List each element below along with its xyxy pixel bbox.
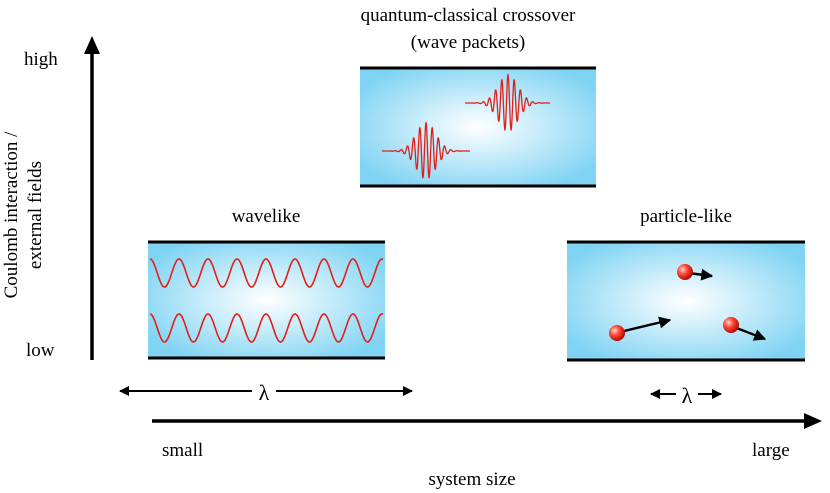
particle-3-velocity-arrow <box>733 325 767 341</box>
crossover-panel: quantum-classical crossover (wave packet… <box>360 5 596 188</box>
particle-panel: particle-like λ <box>567 206 805 408</box>
crossover-title-line2: (wave packets) <box>411 32 525 53</box>
particle-3 <box>723 317 739 333</box>
crossover-title-line1: quantum-classical crossover <box>361 5 576 26</box>
wavelike-lambda-bg <box>252 378 276 404</box>
particle-title: particle-like <box>640 206 732 227</box>
y-axis-label-line2: external fields <box>25 161 46 269</box>
y-axis-label-line1: Coulomb interaction / <box>1 131 22 298</box>
y-axis: Coulomb interaction / external fields hi… <box>1 36 100 361</box>
x-axis-arrowhead <box>804 413 822 429</box>
x-axis-large-label: large <box>752 440 790 461</box>
standing-wave-upper <box>149 258 384 288</box>
wavelike-title: wavelike <box>232 206 301 227</box>
standing-wave-lower <box>149 313 384 343</box>
particle-2 <box>609 325 625 341</box>
particle-box <box>567 242 805 360</box>
y-axis-arrowhead <box>84 36 100 54</box>
x-axis-label: system size <box>428 469 515 490</box>
wavelike-lambda-label: λ <box>259 380 270 405</box>
crossover-box <box>360 68 596 186</box>
y-axis-low-label: low <box>26 340 55 361</box>
wavelike-panel: wavelike λ <box>119 206 413 405</box>
x-axis: small large system size <box>152 413 822 490</box>
y-axis-high-label: high <box>24 49 58 70</box>
particle-2-velocity-arrow <box>619 316 672 334</box>
x-axis-small-label: small <box>162 440 203 461</box>
wavelike-box <box>148 242 385 358</box>
wave-packet-lower <box>382 121 470 179</box>
particle-lambda-label: λ <box>682 383 693 408</box>
wave-packet-upper <box>465 73 550 132</box>
particle-lambda-bg <box>676 381 698 407</box>
particle-1 <box>677 264 693 280</box>
